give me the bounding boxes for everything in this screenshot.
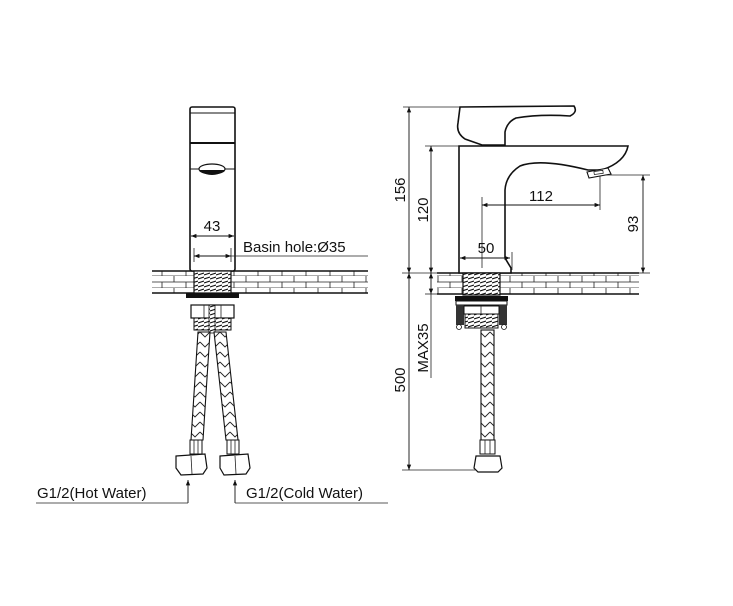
dim-spout-height-93: 93	[606, 174, 650, 274]
dim-body-offset-50: 50	[460, 240, 513, 270]
front-hot-hose	[175, 331, 211, 476]
cold-inlet-callout: G1/2(Cold Water)	[232, 480, 388, 504]
front-faucet-body	[189, 106, 236, 272]
front-washer	[186, 293, 239, 298]
dim-basin-hole: Basin hole:Ø35	[193, 239, 368, 262]
spout-height-label: 93	[625, 216, 642, 233]
side-handle	[456, 105, 577, 146]
dim-hose-length-500: 500	[392, 273, 476, 471]
body-height-label: 120	[415, 197, 432, 222]
dim-width-43: 43	[191, 218, 234, 239]
hose-length-label: 500	[392, 367, 409, 392]
front-countertop	[152, 270, 368, 294]
dim-max-deck-35: MAX35	[415, 273, 437, 378]
total-height-label: 156	[392, 177, 409, 202]
dim-total-height-156: 156	[392, 106, 460, 273]
hot-inlet-callout: G1/2(Hot Water)	[36, 480, 191, 504]
side-mounting-nut	[455, 296, 508, 330]
dim-width-label: 43	[204, 218, 221, 235]
dim-body-height-120: 120	[415, 145, 459, 273]
side-hose	[473, 329, 503, 473]
max-deck-label: MAX35	[415, 323, 432, 372]
spout-reach-label: 112	[529, 188, 553, 205]
side-view: 156 120 112 93 50	[392, 105, 650, 473]
front-view: 43 Basin hole:Ø35 G1/2(Hot Water) G1/2(C…	[36, 106, 388, 504]
hot-inlet-label: G1/2(Hot Water)	[37, 485, 146, 502]
side-thread-shank	[462, 272, 501, 296]
body-offset-label: 50	[478, 240, 495, 257]
basin-hole-label: Basin hole:Ø35	[243, 239, 346, 256]
front-thread-shank	[193, 270, 232, 294]
side-body-spout	[458, 145, 629, 274]
front-cold-hose	[213, 331, 251, 476]
cold-inlet-label: G1/2(Cold Water)	[246, 485, 363, 502]
front-mounting-nut	[190, 304, 235, 334]
